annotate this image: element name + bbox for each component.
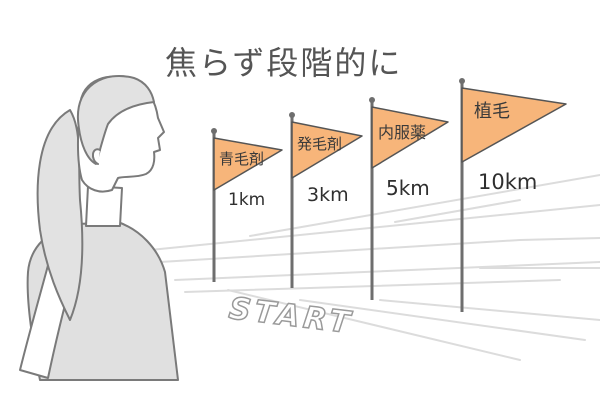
flag-1-group [211, 128, 283, 282]
flag-pennant [291, 121, 363, 179]
track-lines [149, 174, 600, 361]
flag-3-group [369, 97, 449, 300]
flag-pennant [371, 106, 449, 169]
flag-pennant [213, 137, 283, 191]
distance-label-2: 3km [307, 184, 349, 206]
flag-label-4: 植毛 [474, 101, 510, 122]
flag-pennant [461, 87, 567, 163]
distance-label-4: 10km [478, 170, 538, 194]
headline: 焦らず段階的に [165, 44, 403, 82]
pole-top [289, 112, 295, 118]
pole-top [211, 128, 217, 134]
flag-label-2: 発毛剤 [297, 135, 343, 153]
pole-top [459, 78, 465, 84]
flag-label-3: 内服薬 [378, 123, 427, 142]
woman-figure-icon [19, 75, 179, 381]
distance-label-1: 1km [228, 190, 266, 210]
start-track-label: START [227, 291, 356, 341]
distance-label-3: 5km [386, 176, 430, 200]
flag-label-1: 青毛剤 [219, 150, 265, 168]
flag-2-group [289, 112, 363, 288]
flag-4-group [459, 78, 567, 312]
pole-top [369, 97, 375, 103]
